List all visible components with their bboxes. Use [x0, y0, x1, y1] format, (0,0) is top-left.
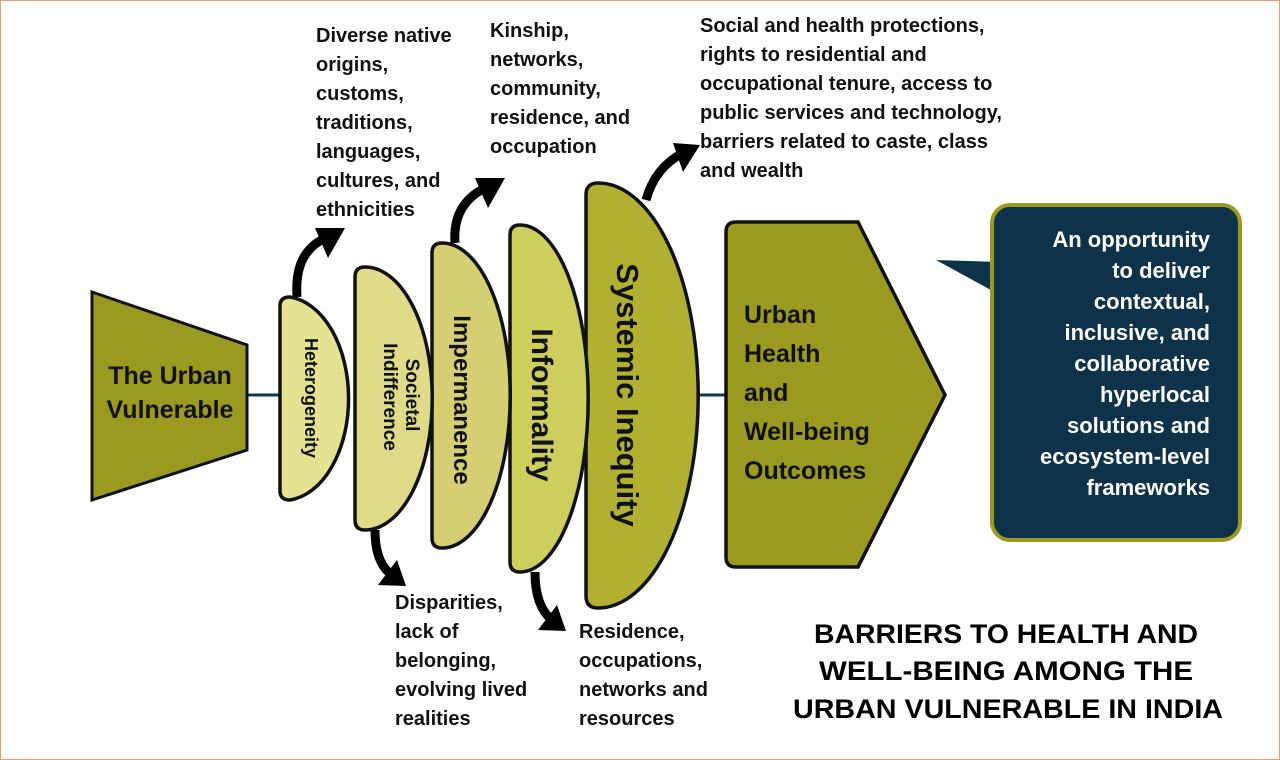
title-line-2: WELL-BEING AMONG THE	[819, 656, 1193, 686]
arrow-informality	[530, 571, 556, 624]
callout-line-5: collaborative	[1074, 351, 1210, 376]
societal-label-line-1: Societal	[401, 359, 422, 432]
callout-line-6: hyperlocal	[1100, 382, 1210, 407]
informality-label: Informality	[525, 328, 558, 482]
outcomes-line-3: and	[744, 379, 788, 407]
note-line: public services and technology,	[700, 102, 1002, 124]
arrowheads	[315, 143, 700, 631]
callout-line-2: to deliver	[1112, 258, 1210, 283]
note-line: residence, and	[490, 107, 630, 129]
note-line: lack of	[395, 621, 459, 643]
arrow-heterogeneity	[292, 233, 328, 298]
note-line: occupation	[490, 136, 597, 158]
outcomes-line-5: Outcomes	[744, 457, 866, 485]
outcomes-line-2: Health	[744, 340, 820, 368]
arrow-impermanence	[450, 183, 488, 244]
callout-line-7: solutions and	[1067, 413, 1210, 438]
callout-line-9: frameworks	[1086, 475, 1210, 500]
stage-informality: Informality	[508, 223, 590, 574]
note-line: Diverse native	[316, 25, 452, 47]
note-line: resources	[579, 708, 675, 730]
note-societal: Disparities, lack of belonging, evolving…	[395, 592, 527, 730]
note-line: belonging,	[395, 650, 496, 672]
title-line-3: URBAN VULNERABLE IN INDIA	[793, 694, 1223, 724]
title-line-1: BARRIERS TO HEALTH AND	[814, 619, 1198, 649]
outcomes-line-1: Urban	[744, 301, 816, 329]
stage-impermanence: Impermanence	[430, 241, 512, 550]
callout-line-3: contextual,	[1094, 289, 1210, 314]
note-line: evolving lived	[395, 679, 527, 701]
note-line: and wealth	[700, 160, 803, 182]
note-line: ethnicities	[316, 199, 415, 221]
arrow-systemic	[641, 148, 686, 202]
heterogeneity-label: Heterogeneity	[301, 338, 321, 458]
callout-line-8: ecosystem-level	[1040, 444, 1210, 469]
arrowhead-societal	[378, 560, 406, 586]
callout-line-4: inclusive, and	[1065, 320, 1211, 345]
note-line: occupational tenure, access to	[700, 73, 992, 95]
note-impermanence: Kinship, networks, community, residence,…	[490, 20, 630, 158]
note-line: networks,	[490, 49, 583, 71]
arrowhead-systemic	[673, 143, 700, 172]
arrowhead-impermanence	[475, 178, 505, 208]
note-line: occupations,	[579, 650, 702, 672]
note-line: customs,	[316, 83, 404, 105]
note-line: barriers related to caste, class	[700, 131, 988, 153]
note-line: networks and	[579, 679, 708, 701]
note-line: traditions,	[316, 112, 413, 134]
arrowhead-informality	[538, 605, 566, 631]
societal-label-line-2: Indifference	[379, 343, 400, 451]
stage-societal-indifference: Societal Indifference	[353, 265, 435, 532]
note-line: languages,	[316, 141, 420, 163]
systemic-inequity-label: Systemic Inequity	[610, 263, 645, 527]
note-line: Disparities,	[395, 592, 503, 614]
note-line: community,	[490, 78, 601, 100]
diagram-title: BARRIERS TO HEALTH AND WELL-BEING AMONG …	[793, 619, 1223, 724]
impermanence-label: Impermanence	[448, 315, 475, 484]
note-line: rights to residential and	[700, 44, 927, 66]
stage-systemic-inequity: Systemic Inequity	[584, 181, 700, 610]
stage-heterogeneity: Heterogeneity	[278, 295, 351, 502]
outcomes-line-4: Well-being	[744, 418, 870, 446]
arrowhead-heterogeneity	[315, 228, 345, 258]
note-line: Kinship,	[490, 20, 569, 42]
note-heterogeneity: Diverse native origins, customs, traditi…	[316, 25, 452, 221]
urban-vulnerable-node: The Urban Vulnerable	[90, 289, 249, 503]
arrow-societal	[370, 529, 395, 579]
note-line: realities	[395, 708, 471, 730]
note-line: origins,	[316, 54, 388, 76]
urban-vulnerable-line-1: The Urban	[108, 362, 232, 390]
outcomes-node: Urban Health and Well-being Outcomes	[724, 220, 947, 569]
note-systemic: Social and health protections, rights to…	[700, 15, 1002, 182]
note-informality: Residence, occupations, networks and res…	[579, 621, 708, 730]
note-line: Residence,	[579, 621, 685, 643]
note-line: Social and health protections,	[700, 15, 985, 37]
note-line: cultures, and	[316, 170, 440, 192]
callout-line-1: An opportunity	[1052, 227, 1210, 252]
opportunity-callout: An opportunity to deliver contextual, in…	[936, 203, 1242, 542]
urban-vulnerable-line-2: Vulnerable	[107, 396, 234, 424]
